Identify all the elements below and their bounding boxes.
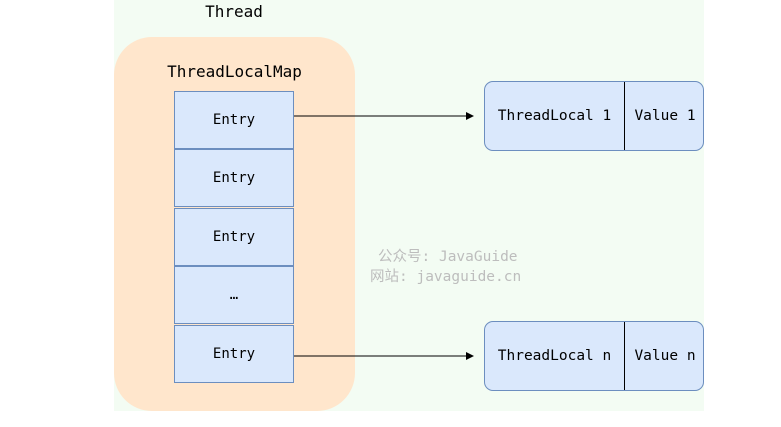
arrowhead-n [466, 352, 474, 360]
entry-box-3: Entry [174, 208, 294, 266]
threadlocal-value-n: Value n [634, 348, 696, 364]
watermark: 公众号: JavaGuide 网站: javaguide.cn [370, 247, 521, 287]
threadlocal-box-n: ThreadLocal n Value n [484, 321, 704, 391]
threadlocal-key-1: ThreadLocal 1 [485, 82, 625, 150]
entry-box-2: Entry [174, 149, 294, 207]
thread-title: Thread [205, 2, 263, 21]
entry-box-1: Entry [174, 91, 294, 149]
arrowhead-1 [466, 112, 474, 120]
entry-box-ellipsis: … [174, 266, 294, 324]
watermark-line-1: 公众号: JavaGuide [378, 249, 518, 265]
threadlocal-box-1: ThreadLocal 1 Value 1 [484, 81, 704, 151]
watermark-line-2: 网站: javaguide.cn [370, 269, 522, 285]
entry-box-n: Entry [174, 325, 294, 383]
threadlocal-key-n: ThreadLocal n [485, 322, 625, 390]
threadlocal-value-1: Value 1 [634, 108, 696, 124]
threadlocalmap-title: ThreadLocalMap [167, 62, 302, 81]
